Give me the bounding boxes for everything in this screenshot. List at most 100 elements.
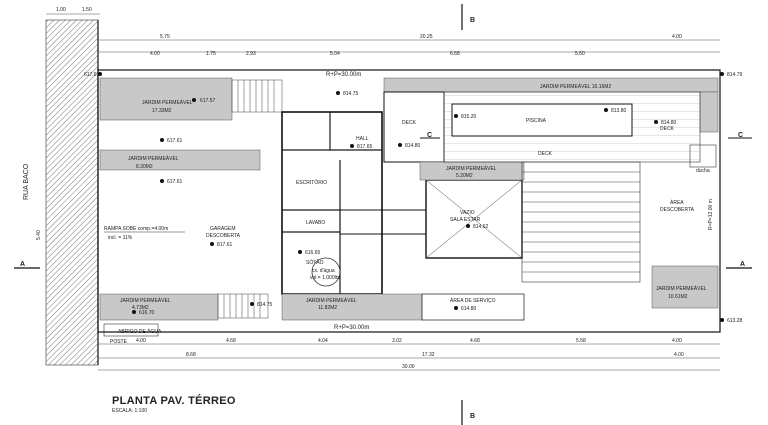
plan-title: PLANTA PAV. TÉRREO: [112, 394, 236, 407]
svg-text:B: B: [470, 17, 475, 24]
street-name: RUA BACO: [23, 163, 30, 200]
section-mark-c-left: C: [420, 132, 440, 139]
svg-text:814.79: 814.79: [727, 72, 743, 78]
jardim-center-area: 5.20M2: [456, 173, 473, 179]
area-descoberta-sub: DESCOBERTA: [660, 207, 695, 213]
abrigo: [103, 323, 159, 337]
jardim-bottom-center-label: JARDIM PERMEÁVEL: [306, 297, 357, 304]
dim-top-8: 2.93: [246, 51, 256, 57]
svg-text:817.65: 817.65: [357, 144, 373, 150]
dim-top-2: 1.50: [82, 7, 92, 13]
water-tank-volume: vol.= 1.000lts: [310, 275, 340, 281]
dim-bottom-6: 5.58: [576, 338, 586, 344]
jardim-bottom-left: [99, 293, 219, 321]
jardim-right-strip: [699, 91, 719, 133]
dim-bottom-9: 17.32: [422, 352, 435, 358]
dim-bottom-1: 4.00: [136, 338, 146, 344]
dim-bottom-3: 4.04: [318, 338, 328, 344]
svg-text:814.62: 814.62: [473, 224, 489, 230]
svg-text:617.61: 617.61: [167, 179, 183, 185]
water-tank-label: cx. d'água: [312, 268, 335, 274]
plot-boundary: [97, 69, 721, 333]
svg-text:613.28: 613.28: [727, 318, 743, 324]
svg-text:B: B: [470, 413, 475, 420]
jardim-right-low-label: JARDIM PERMEÁVEL: [656, 285, 707, 292]
jardim-top-left: [99, 77, 233, 121]
rampa-label: RAMPA SOBE comp.=4.00m: [104, 226, 168, 232]
deck-left-label: DECK: [402, 120, 417, 126]
svg-text:614.80: 614.80: [461, 306, 477, 312]
dim-top-10: 6.68: [450, 51, 460, 57]
stair-top: [231, 79, 283, 113]
dim-bottom-11: 30.00: [402, 364, 415, 370]
level-markers: 814.79 617.57 814.75 817.65 814.80 815.2…: [84, 72, 743, 324]
jardim-top-left-area: 17.33M2: [152, 108, 172, 114]
sotao-label: SÓTÃO: [306, 259, 324, 266]
svg-text:617.61: 617.61: [84, 72, 100, 78]
svg-text:813.80: 813.80: [611, 108, 627, 114]
dim-top-1: 1.00: [56, 7, 66, 13]
svg-text:A: A: [20, 261, 25, 268]
deck-bottom-label: DECK: [538, 151, 553, 157]
area-descoberta-label: ÁREA: [670, 199, 684, 206]
garagem-sub-label: DESCOBERTA: [206, 233, 241, 239]
jardim-top-right-label: JARDIM PERMEÁVEL 16.16M2: [540, 83, 611, 90]
area-servico: [421, 293, 525, 321]
poste-label: POSTE: [110, 339, 128, 345]
svg-text:A: A: [740, 261, 745, 268]
dim-top-4: 20.25: [420, 34, 433, 40]
jardim-right-low-area: 10.61M2: [668, 294, 688, 300]
svg-text:815.20: 815.20: [461, 114, 477, 120]
dim-left: 5.40: [36, 230, 42, 240]
street-sidewalk-hatch: [45, 19, 99, 366]
dim-right: R=P=12.00 m: [708, 199, 714, 230]
svg-text:814.75: 814.75: [257, 302, 273, 308]
deck-right-label: DECK: [660, 126, 675, 132]
section-mark-b-top: B: [461, 4, 475, 30]
svg-text:616.65: 616.65: [305, 250, 321, 256]
escritorio-label: ESCRITÓRIO: [296, 179, 327, 186]
section-mark-a-right: A: [726, 261, 752, 269]
dim-bottom-7: 4.00: [672, 338, 682, 344]
section-mark-b-bottom: B: [461, 400, 475, 425]
ducha-label: ducha: [696, 168, 710, 174]
jardim-mid-left-label: JARDIM PERMEÁVEL: [128, 155, 179, 162]
rampa-incl: incl. = 11%: [108, 235, 133, 241]
vazio-label: VAZIO: [460, 210, 475, 216]
svg-text:616.70: 616.70: [139, 310, 155, 316]
jardim-right-low: [651, 265, 719, 309]
dim-bottom-8: 8.68: [186, 352, 196, 358]
plan-scale: ESCALA: 1:100: [112, 408, 147, 414]
jardim-mid-left: [99, 149, 261, 171]
dim-top-3: 5.75: [160, 34, 170, 40]
garagem-label: GARAGEM: [210, 226, 236, 232]
piscina-label: PISCINA: [526, 118, 547, 124]
svg-text:814.75: 814.75: [343, 91, 359, 97]
dim-top-7: 1.75: [206, 51, 216, 57]
section-mark-a-left: A: [14, 261, 40, 269]
dim-top-11: 5.60: [575, 51, 585, 57]
jardim-bottom-left-label: JARDIM PERMEÁVEL: [120, 297, 171, 304]
dim-bottom-4: 3.02: [392, 338, 402, 344]
jardim-bottom-center-area: 11.82M2: [318, 305, 337, 311]
dim-top-5: 4.00: [672, 34, 682, 40]
pool: [451, 103, 633, 137]
setback-bottom: R+P=30.00m: [334, 325, 369, 331]
dim-bottom-2: 4.68: [226, 338, 236, 344]
jardim-bottom-left-area: 4.73M2: [132, 305, 149, 311]
hall-label: HALL: [356, 136, 369, 142]
water-tank: [311, 257, 341, 287]
dim-top-9: 5.04: [330, 51, 340, 57]
dim-bottom-5: 4.68: [470, 338, 480, 344]
lavabo-label: LAVABO: [306, 220, 325, 226]
svg-text:814.80: 814.80: [405, 143, 421, 149]
stair-bottom: [217, 293, 269, 319]
area-servico-label: ÁREA DE SERVIÇO: [450, 297, 496, 304]
dim-top-6: 4.00: [150, 51, 160, 57]
svg-text:C: C: [738, 132, 743, 139]
svg-text:814.80: 814.80: [661, 120, 677, 126]
deck-planks: [521, 161, 641, 283]
svg-text:817.61: 817.61: [217, 242, 233, 248]
svg-text:617.57: 617.57: [200, 98, 216, 104]
